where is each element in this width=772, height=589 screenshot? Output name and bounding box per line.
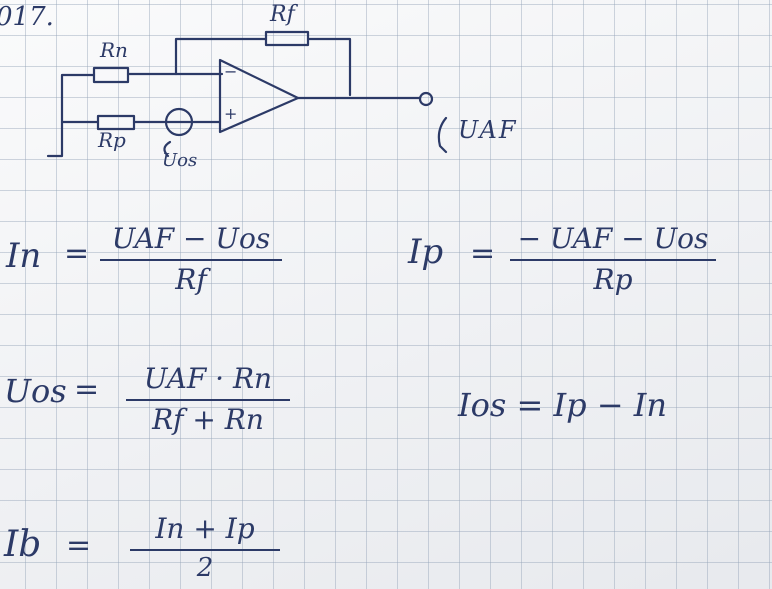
uos-label: Uos [162,150,198,171]
op-amp-symbol [218,58,300,134]
eq-in-lhs: In [6,236,42,276]
eq-in-fraction-bar [100,259,282,261]
eq-in-denominator: Rf [175,263,207,296]
uaf-arrow [437,116,448,154]
eq-ib-numerator: In + Ip [155,512,255,545]
rn-label: Rn [100,38,128,62]
eq-uos-fraction-bar [126,399,290,401]
eq-ib-lhs: Ib [4,524,42,565]
eq-ib-equals: = [66,528,92,563]
eq-uos-fraction: UAF · Rn Rf + Rn [126,362,290,436]
rp-label: Rp [98,128,126,152]
eq-uos-equals: = [74,372,100,407]
eq-in-fraction: UAF − Uos Rf [100,222,282,296]
feedback-wire-right [306,37,352,97]
eq-ios: Ios = Ip − In [458,386,668,424]
feedback-wire-left [174,37,268,76]
eq-ip-lhs: Ip [408,232,444,272]
eq-ib-denominator: 2 [196,553,214,583]
eq-uos-numerator: UAF · Rn [143,362,273,395]
eq-ip-fraction-bar [510,259,716,261]
eq-uos-lhs: Uos [4,372,67,410]
left-bus-wire [46,73,96,158]
eq-ip-denominator: Rp [593,263,633,296]
uos-arrow [163,140,172,158]
eq-ip-fraction: − UAF − Uos Rp [510,222,716,296]
rf-resistor [264,30,310,47]
eq-ip-equals: = [470,236,496,271]
output-terminal [418,91,434,107]
plus-input-label: + [224,104,238,123]
eq-ib-fraction-bar [130,549,280,551]
rn-resistor [92,66,130,84]
output-voltage-label: UAF [458,116,518,144]
eq-in-numerator: UAF − Uos [111,222,271,255]
eq-ib-fraction: In + Ip 2 [130,512,280,583]
eq-in-equals: = [64,236,90,271]
eq-ip-numerator: − UAF − Uos [517,222,709,255]
minus-input-label: − [224,62,238,81]
eq-uos-denominator: Rf + Rn [152,403,264,436]
page-number: 017. [0,2,54,32]
rf-label: Rf [270,2,295,27]
